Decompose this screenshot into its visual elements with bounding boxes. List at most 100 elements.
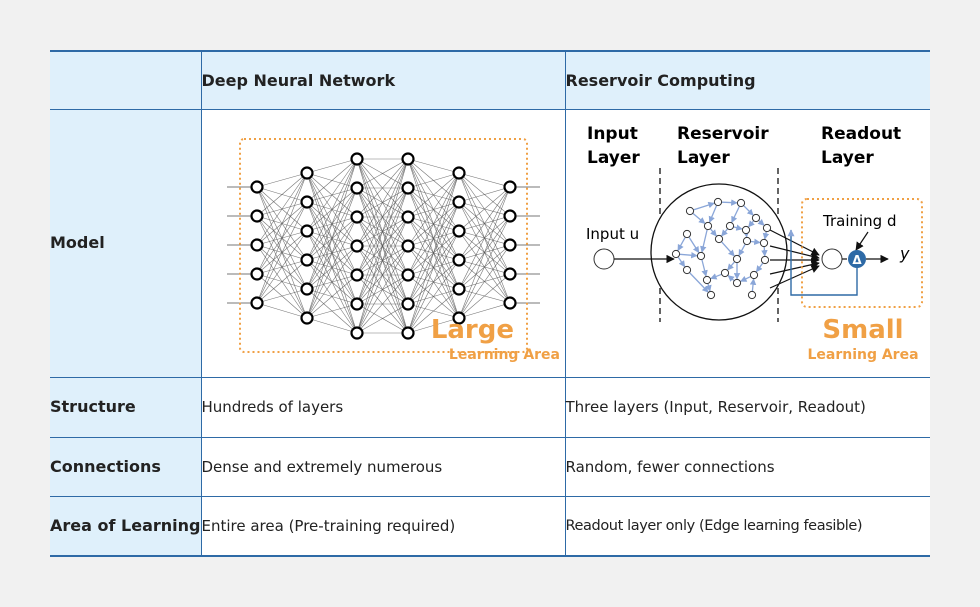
rc-reservoir-connection [739,275,751,282]
dnn-connection [306,317,357,333]
dnn-connection [356,245,408,333]
dnn-neuron [299,252,314,267]
dnn-neuron [299,165,314,180]
dnn-learning-area-box [238,137,528,353]
rc-reservoir-connection [693,201,715,210]
rc-reservoir-neuron [713,197,722,206]
dnn-learning-area-label: Learning Area [448,347,559,363]
rc-reservoir-connection [676,236,686,251]
dnn-neuron [249,179,264,194]
dnn-connection [356,216,408,333]
rc-delta-symbol: Δ [852,253,862,267]
rc-reservoir-neurons [671,197,771,299]
rc-readout-arrow-2 [769,244,820,260]
dnn-connection [407,288,459,333]
rc-reservoir-connection [688,271,709,293]
rc-reservoir-connection [688,236,699,253]
rc-connections: Random, fewer connections [564,436,930,497]
dnn-neurons [249,151,517,340]
dnn-connection [356,158,408,246]
dnn-connection [306,274,357,318]
dnn-neuron [349,151,364,166]
rc-reservoir-neuron [751,213,760,222]
dnn-neuron [349,267,364,282]
dnn-neuron [299,281,314,296]
dnn-connection [458,186,510,260]
rc-reservoir-connection [699,229,708,253]
dnn-connection [306,158,357,260]
dnn-neuron [502,179,517,194]
dnn-connection [407,172,459,246]
dnn-connection [407,201,459,333]
dnn-connection [458,186,510,231]
rc-reservoir-connection [737,243,746,256]
rc-training-arrow [855,231,868,251]
rc-reservoir-connection [720,241,735,257]
row-connections: Connections Dense and extremely numerous… [50,436,930,497]
dnn-neuron [400,267,415,282]
row-label-model: Model [50,108,202,378]
dnn-connection [407,172,459,188]
dnn-connection [407,259,459,333]
dnn-neuron [502,266,517,281]
rc-reservoir-connection [749,277,756,291]
rc-reservoir-connection [708,204,717,223]
dnn-neuron [400,151,415,166]
rc-diagram: Input Layer Reservoir Layer Readout Laye… [586,124,923,363]
rc-readout-arrow-5 [769,264,820,289]
rc-readout-layer-label-2: Layer [821,148,874,168]
dnn-neuron [349,180,364,195]
dnn-connections: Dense and extremely numerous [200,436,566,497]
dnn-connection [306,187,357,318]
rc-reservoir-connection [727,274,735,282]
rc-reservoir-neuron [732,278,741,287]
rc-reservoir-neuron [759,238,768,247]
dnn-neuron [502,295,517,310]
dnn-connection [407,230,459,333]
rc-small-label: Small [822,315,903,345]
dnn-area-of-learning: Entire area (Pre-training required) [200,495,566,557]
dnn-neuron [249,295,264,310]
row-label-area-of-learning: Area of Learning [50,495,202,557]
dnn-neuron [299,223,314,238]
dnn-connection [356,187,408,333]
rc-reservoir-neuron [682,229,691,238]
rc-reservoir-connection [760,246,768,257]
dnn-neuron [451,223,466,238]
dnn-connection [306,158,357,202]
rc-reservoir-connection [733,223,743,231]
rc-reservoir-neuron [714,234,723,243]
dnn-neuron [400,325,415,340]
dnn-connection [356,158,408,275]
header-corner [50,50,202,110]
dnn-connection [407,172,459,333]
rc-feedback-path [787,228,858,296]
dnn-connection [356,303,408,333]
rc-readout-arrow-4 [769,260,820,275]
rc-readout-arrow-1 [769,228,820,256]
rc-reservoir-neuron [741,225,750,234]
dnn-connection [306,216,357,318]
rc-input-layer-label-2: Layer [587,148,640,168]
dnn-connection [458,186,510,202]
dnn-connection [458,302,510,318]
dnn-connection [306,158,357,173]
header-rc: Reservoir Computing [564,50,930,110]
row-structure: Structure Hundreds of layers Three layer… [50,376,930,438]
rc-reservoir-layer-label-2: Layer [677,148,730,168]
dnn-large-label: Large [430,315,513,345]
rc-reservoir-neuron [736,198,745,207]
dnn-connection [458,273,510,318]
rc-reservoir-connection [757,218,765,226]
dnn-connection [256,172,307,245]
dnn-neuron [299,310,314,325]
rc-reservoir-neuron [742,236,751,245]
dnn-connection [407,317,459,333]
dnn-connection [256,230,307,303]
rc-reservoir-neuron [696,251,705,260]
dnn-neuron [451,194,466,209]
rc-reservoir-connection [709,272,722,279]
dnn-connection [256,172,307,187]
dnn-connection [256,201,307,303]
dnn-connection [356,158,408,188]
